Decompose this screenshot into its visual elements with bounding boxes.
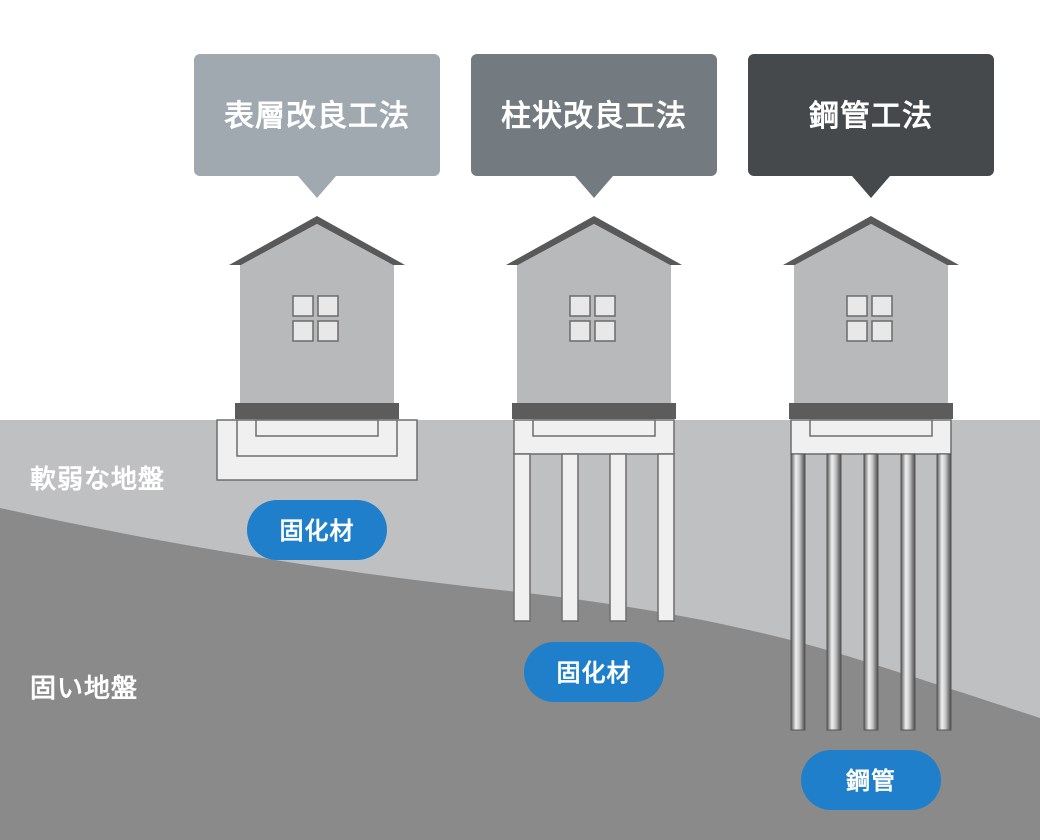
soil-column [513,453,531,622]
method-title: 鋼管工法 [809,99,933,134]
material-pill: 固化材 [247,500,387,560]
house-wall [794,262,948,404]
house-roof [783,216,959,265]
pile-cap [790,419,952,455]
soft-ground-label: 軟弱な地盤 [30,464,165,495]
method-columnar-improvement: 柱状改良工法 固化材 [471,54,717,702]
steel-pipe [936,453,952,731]
callout: 鋼管工法 [748,54,994,198]
soil-column [657,453,675,622]
soil-column [561,453,579,622]
method-title: 柱状改良工法 [501,99,687,134]
steel-pipes [790,453,952,731]
material-pill: 鋼管 [801,750,941,810]
foundation-slab [512,403,676,419]
soil-columns [513,453,675,622]
house-roof [506,216,682,265]
material-label: 固化材 [280,517,355,545]
steel-pipe [863,453,879,731]
soil-cap [513,419,675,455]
foundation-slab [235,403,399,419]
foundation-slab [789,403,953,419]
steel-pipe [900,453,916,731]
material-pill: 固化材 [524,642,664,702]
steel-pipe [790,453,806,731]
hard-ground-layer [0,508,1040,840]
solidified-soil-block [216,419,418,481]
house [506,216,682,404]
hard-ground-label: 固い地盤 [30,674,138,704]
method-title: 表層改良工法 [224,99,410,134]
window-icon [846,295,893,342]
house [783,216,959,404]
soil-column [609,453,627,622]
house-wall [240,262,394,404]
window-icon [569,295,616,342]
window-icon [292,295,339,342]
method-surface-improvement: 表層改良工法 固化材 [194,54,440,560]
house [229,216,405,404]
method-steel-pipe: 鋼管工法 鋼管 [748,54,994,810]
callout: 表層改良工法 [194,54,440,198]
house-roof [229,216,405,265]
steel-pipe [826,453,842,731]
callout: 柱状改良工法 [471,54,717,198]
house-wall [517,262,671,404]
material-label: 鋼管 [846,767,896,795]
material-label: 固化材 [557,659,632,687]
